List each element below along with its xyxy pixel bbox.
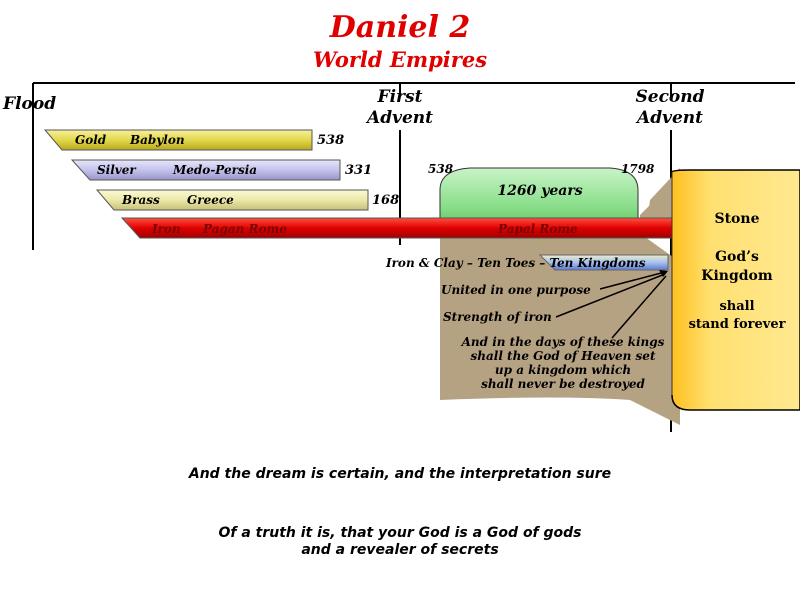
prophecy-line-3: up a kingdom which — [494, 363, 632, 377]
prophecy-line-4: shall never be destroyed — [481, 377, 645, 391]
medo-persia-name: Medo-Persia — [173, 163, 258, 177]
prophecy-line-1: And in the days of these kings — [461, 335, 665, 349]
ten-toes-bar — [538, 254, 669, 271]
greece-end: 168 — [372, 193, 400, 208]
ten-kingdoms-area — [440, 168, 680, 425]
quote-line-2: Of a truth it is, that your God is a God… — [218, 525, 582, 541]
babylon-end: 538 — [317, 133, 345, 148]
second-advent-label-1: Second — [635, 87, 705, 107]
ten-kingdoms-label: Iron & Clay – Ten Toes – Ten Kingdoms — [386, 256, 646, 270]
silver-bar — [70, 159, 341, 181]
page-title: Daniel 2 — [329, 10, 471, 45]
quote-line-3: and a revealer of secrets — [301, 542, 499, 558]
pagan-rome-name: Pagan Rome — [203, 222, 287, 236]
stand-forever-label: stand forever — [688, 317, 786, 332]
stone-kingdom-box — [671, 169, 800, 411]
prophecy-line-2: shall the God of Heaven set — [470, 349, 656, 363]
greece-name: Greece — [187, 193, 234, 207]
iron-metal: Iron — [152, 222, 181, 236]
papal-duration: 1260 years — [497, 183, 583, 199]
shall-label: shall — [719, 299, 755, 314]
brass-bar — [95, 189, 369, 211]
united-note: United in one purpose — [441, 283, 591, 297]
kingdom-label: Kingdom — [701, 268, 773, 284]
gold-bar — [43, 129, 313, 151]
flood-label: Flood — [3, 94, 57, 114]
quote-line-1: And the dream is certain, and the interp… — [188, 466, 612, 482]
papal-end: 1798 — [621, 162, 655, 176]
babylon-name: Babylon — [130, 133, 185, 147]
silver-metal: Silver — [97, 163, 136, 177]
prophecy-arrows — [555, 271, 667, 339]
strength-note: Strength of iron — [443, 310, 552, 324]
first-advent-label-2: Advent — [367, 108, 433, 128]
page-subtitle: World Empires — [312, 47, 488, 72]
brass-metal: Brass — [122, 193, 160, 207]
stone-label: Stone — [714, 211, 760, 227]
second-advent-label-2: Advent — [637, 108, 703, 128]
medo-persia-end: 331 — [345, 163, 373, 178]
gold-metal: Gold — [75, 133, 107, 147]
papal-start: 538 — [428, 162, 454, 176]
papal-rome-name: Papal Rome — [498, 222, 578, 236]
prophecy-text: And in the days of these kings shall the… — [443, 335, 683, 391]
gods-label: God’s — [715, 249, 759, 265]
first-advent-label-1: First — [377, 87, 423, 107]
